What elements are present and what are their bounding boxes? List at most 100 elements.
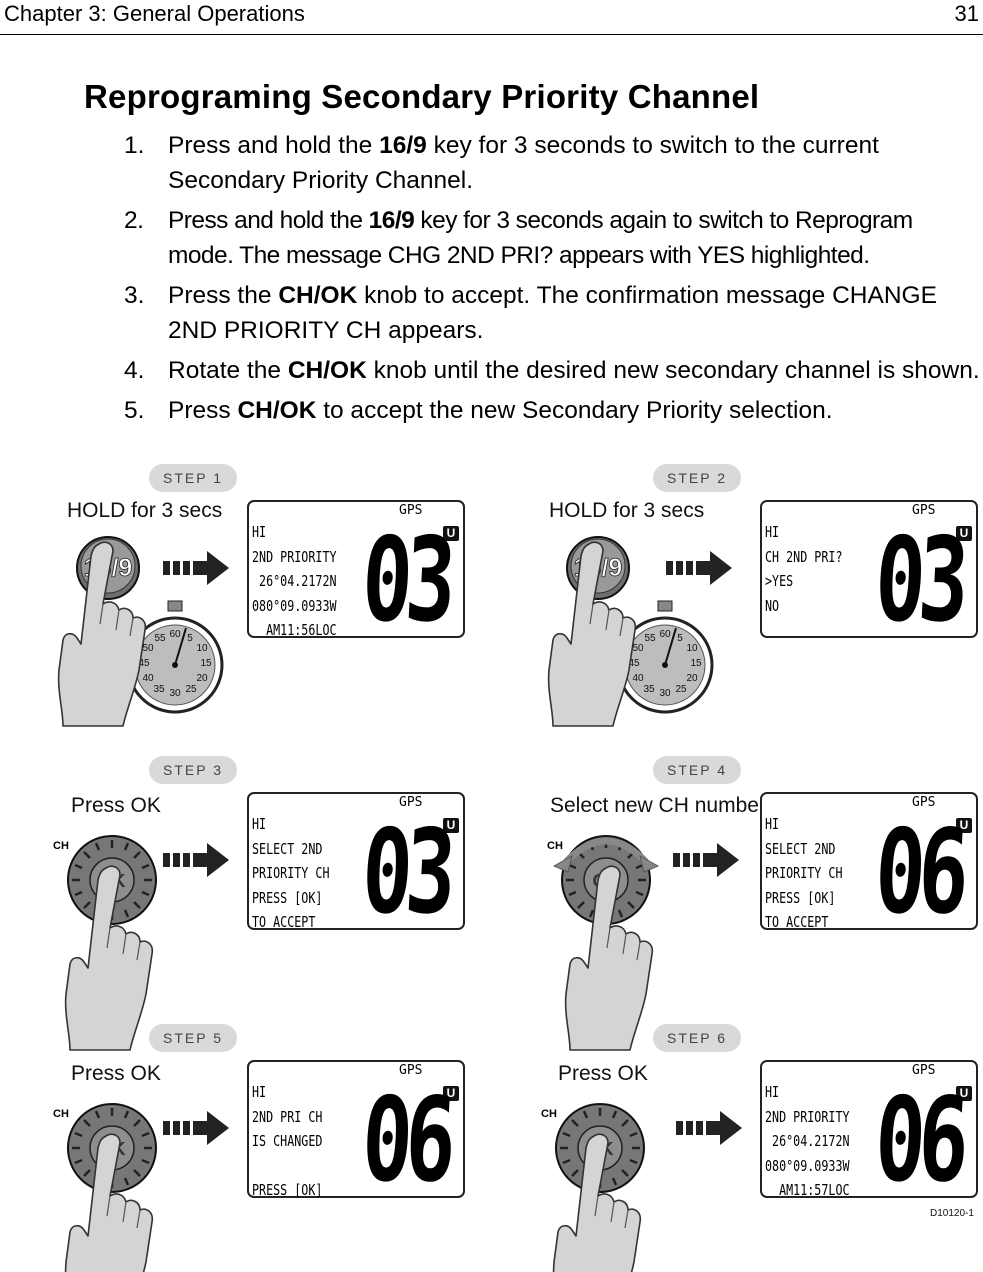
lcd-line: 080°09.0933W xyxy=(252,596,337,615)
instruction-list: 1. Press and hold the 16/9 key for 3 seco… xyxy=(124,128,982,433)
lcd-line: PRIORITY CH xyxy=(765,864,843,882)
right-arrow-icon xyxy=(163,551,229,585)
lcd-line: HI xyxy=(252,1083,267,1101)
knob-rotate-illustration: CH OK xyxy=(547,835,660,1051)
step-caption: Press OK xyxy=(71,794,161,817)
channel-number: 03 xyxy=(358,805,452,940)
dial-number: 40 xyxy=(142,673,154,684)
u-indicator: U xyxy=(443,526,459,541)
dial-number: 25 xyxy=(675,684,687,695)
step-text: Rotate the xyxy=(168,357,288,384)
u-indicator: U xyxy=(956,1086,972,1101)
right-arrow-icon xyxy=(163,843,229,877)
dial-number: 60 xyxy=(169,629,181,640)
step-number: 5. xyxy=(124,397,145,424)
lcd-line: PRESS [OK] xyxy=(252,888,323,907)
step-badge: STEP 1 xyxy=(149,464,237,492)
dial-number: 15 xyxy=(200,658,212,669)
gps-indicator: GPS xyxy=(912,795,936,810)
lcd-line: IS CHANGED xyxy=(252,1132,323,1150)
lcd-line: 080°09.0933W xyxy=(765,1156,850,1175)
stopwatch-icon: 60 5 10 15 20 25 30 35 40 45 50 55 xyxy=(616,600,714,714)
step-number: 3. xyxy=(124,282,145,309)
dial-number: 50 xyxy=(142,643,154,654)
gps-indicator: GPS xyxy=(399,795,423,810)
lcd-line xyxy=(252,1154,322,1179)
step-text: knob until the desired new secondary cha… xyxy=(366,357,980,384)
step-caption: Select new CH number xyxy=(550,794,766,817)
dial-number: 45 xyxy=(628,658,640,669)
step-caption: Press OK xyxy=(71,1062,161,1085)
ch-label: CH xyxy=(541,1108,557,1120)
instruction-step: 5.Press CH/OK to accept the new Secondar… xyxy=(124,393,982,428)
lcd-line xyxy=(765,618,842,643)
lcd-line: TO ACCEPT xyxy=(765,913,829,931)
gps-indicator: GPS xyxy=(912,1063,936,1078)
key-press-illustration: 16/9 60 5 10 15 20 25 30 35 40 45 50 55 xyxy=(547,536,714,727)
step-badge: STEP 3 xyxy=(149,756,237,784)
stopwatch-icon: 60 5 10 15 20 25 30 35 40 45 50 55 xyxy=(126,600,224,714)
channel-number: 06 xyxy=(871,805,965,940)
section-title: Reprograming Secondary Priority Channel xyxy=(84,78,760,115)
u-indicator: U xyxy=(956,526,972,541)
rotate-arrow-icon xyxy=(552,837,660,873)
dial-number: 35 xyxy=(643,684,655,695)
step-text: Press the xyxy=(168,282,279,309)
dial-number: 55 xyxy=(644,633,656,644)
lcd-line: PRESS [OK] xyxy=(252,1181,323,1199)
dial-number: 10 xyxy=(686,643,698,654)
channel-number: 03 xyxy=(871,513,965,648)
dial-number: 30 xyxy=(169,688,181,699)
lcd-line: 26°04.2172N xyxy=(252,572,337,590)
u-indicator: U xyxy=(956,818,972,833)
lcd-line: 26°04.2172N xyxy=(765,1132,850,1150)
lcd-line: 2ND PRIORITY xyxy=(765,1107,850,1126)
knob-press-illustration: CH OK xyxy=(53,835,157,1051)
step-text: to accept the new Secondary Priority sel… xyxy=(316,397,833,424)
dial-number: 55 xyxy=(154,633,166,644)
right-arrow-icon xyxy=(676,1111,742,1145)
dial-number: 60 xyxy=(659,629,671,640)
knob-press-illustration: CH OK xyxy=(53,1103,157,1272)
dial-number: 5 xyxy=(677,633,683,644)
step-number: 1. xyxy=(124,132,145,159)
ch-label: CH xyxy=(547,840,563,852)
step-text: key for 3 seconds again to switch to Rep… xyxy=(168,207,913,269)
dial-number: 10 xyxy=(196,643,208,654)
step-text: Press xyxy=(168,397,238,424)
knob-press-illustration: CH OK xyxy=(541,1103,645,1272)
dial-number: 35 xyxy=(153,684,165,695)
channel-number: 03 xyxy=(358,513,452,648)
key-name: 16/9 xyxy=(379,132,427,159)
right-arrow-icon xyxy=(666,551,732,585)
gps-indicator: GPS xyxy=(399,1063,423,1078)
dial-number: 50 xyxy=(632,643,644,654)
chapter-title: Chapter 3: General Operations xyxy=(4,1,305,26)
instruction-step: 2.Press and hold the 16/9 key for 3 seco… xyxy=(124,203,982,273)
lcd-line: AM11:57LOC xyxy=(765,1181,850,1199)
procedure-figure: STEP 1 HOLD for 3 secs 16/9 60 5 10 15 2… xyxy=(0,450,983,1272)
channel-number: 06 xyxy=(358,1073,452,1208)
right-arrow-icon xyxy=(163,1111,229,1145)
lcd-line: SELECT 2ND xyxy=(252,839,323,858)
step-badge: STEP 5 xyxy=(149,1024,237,1052)
step-text: Press and hold the xyxy=(168,132,380,159)
u-indicator: U xyxy=(443,818,459,833)
lcd-line: CH 2ND PRI? xyxy=(765,547,843,566)
step-number: 2. xyxy=(124,207,144,234)
step-caption: Press OK xyxy=(558,1062,648,1085)
channel-number: 06 xyxy=(871,1073,965,1208)
step-number: 4. xyxy=(124,357,145,384)
instruction-step: 1.Press and hold the 16/9 key for 3 seco… xyxy=(124,128,982,198)
lcd-line: HI xyxy=(252,523,267,541)
dial-number: 30 xyxy=(659,688,671,699)
dial-number: 45 xyxy=(138,658,150,669)
lcd-line: PRESS [OK] xyxy=(765,888,836,907)
